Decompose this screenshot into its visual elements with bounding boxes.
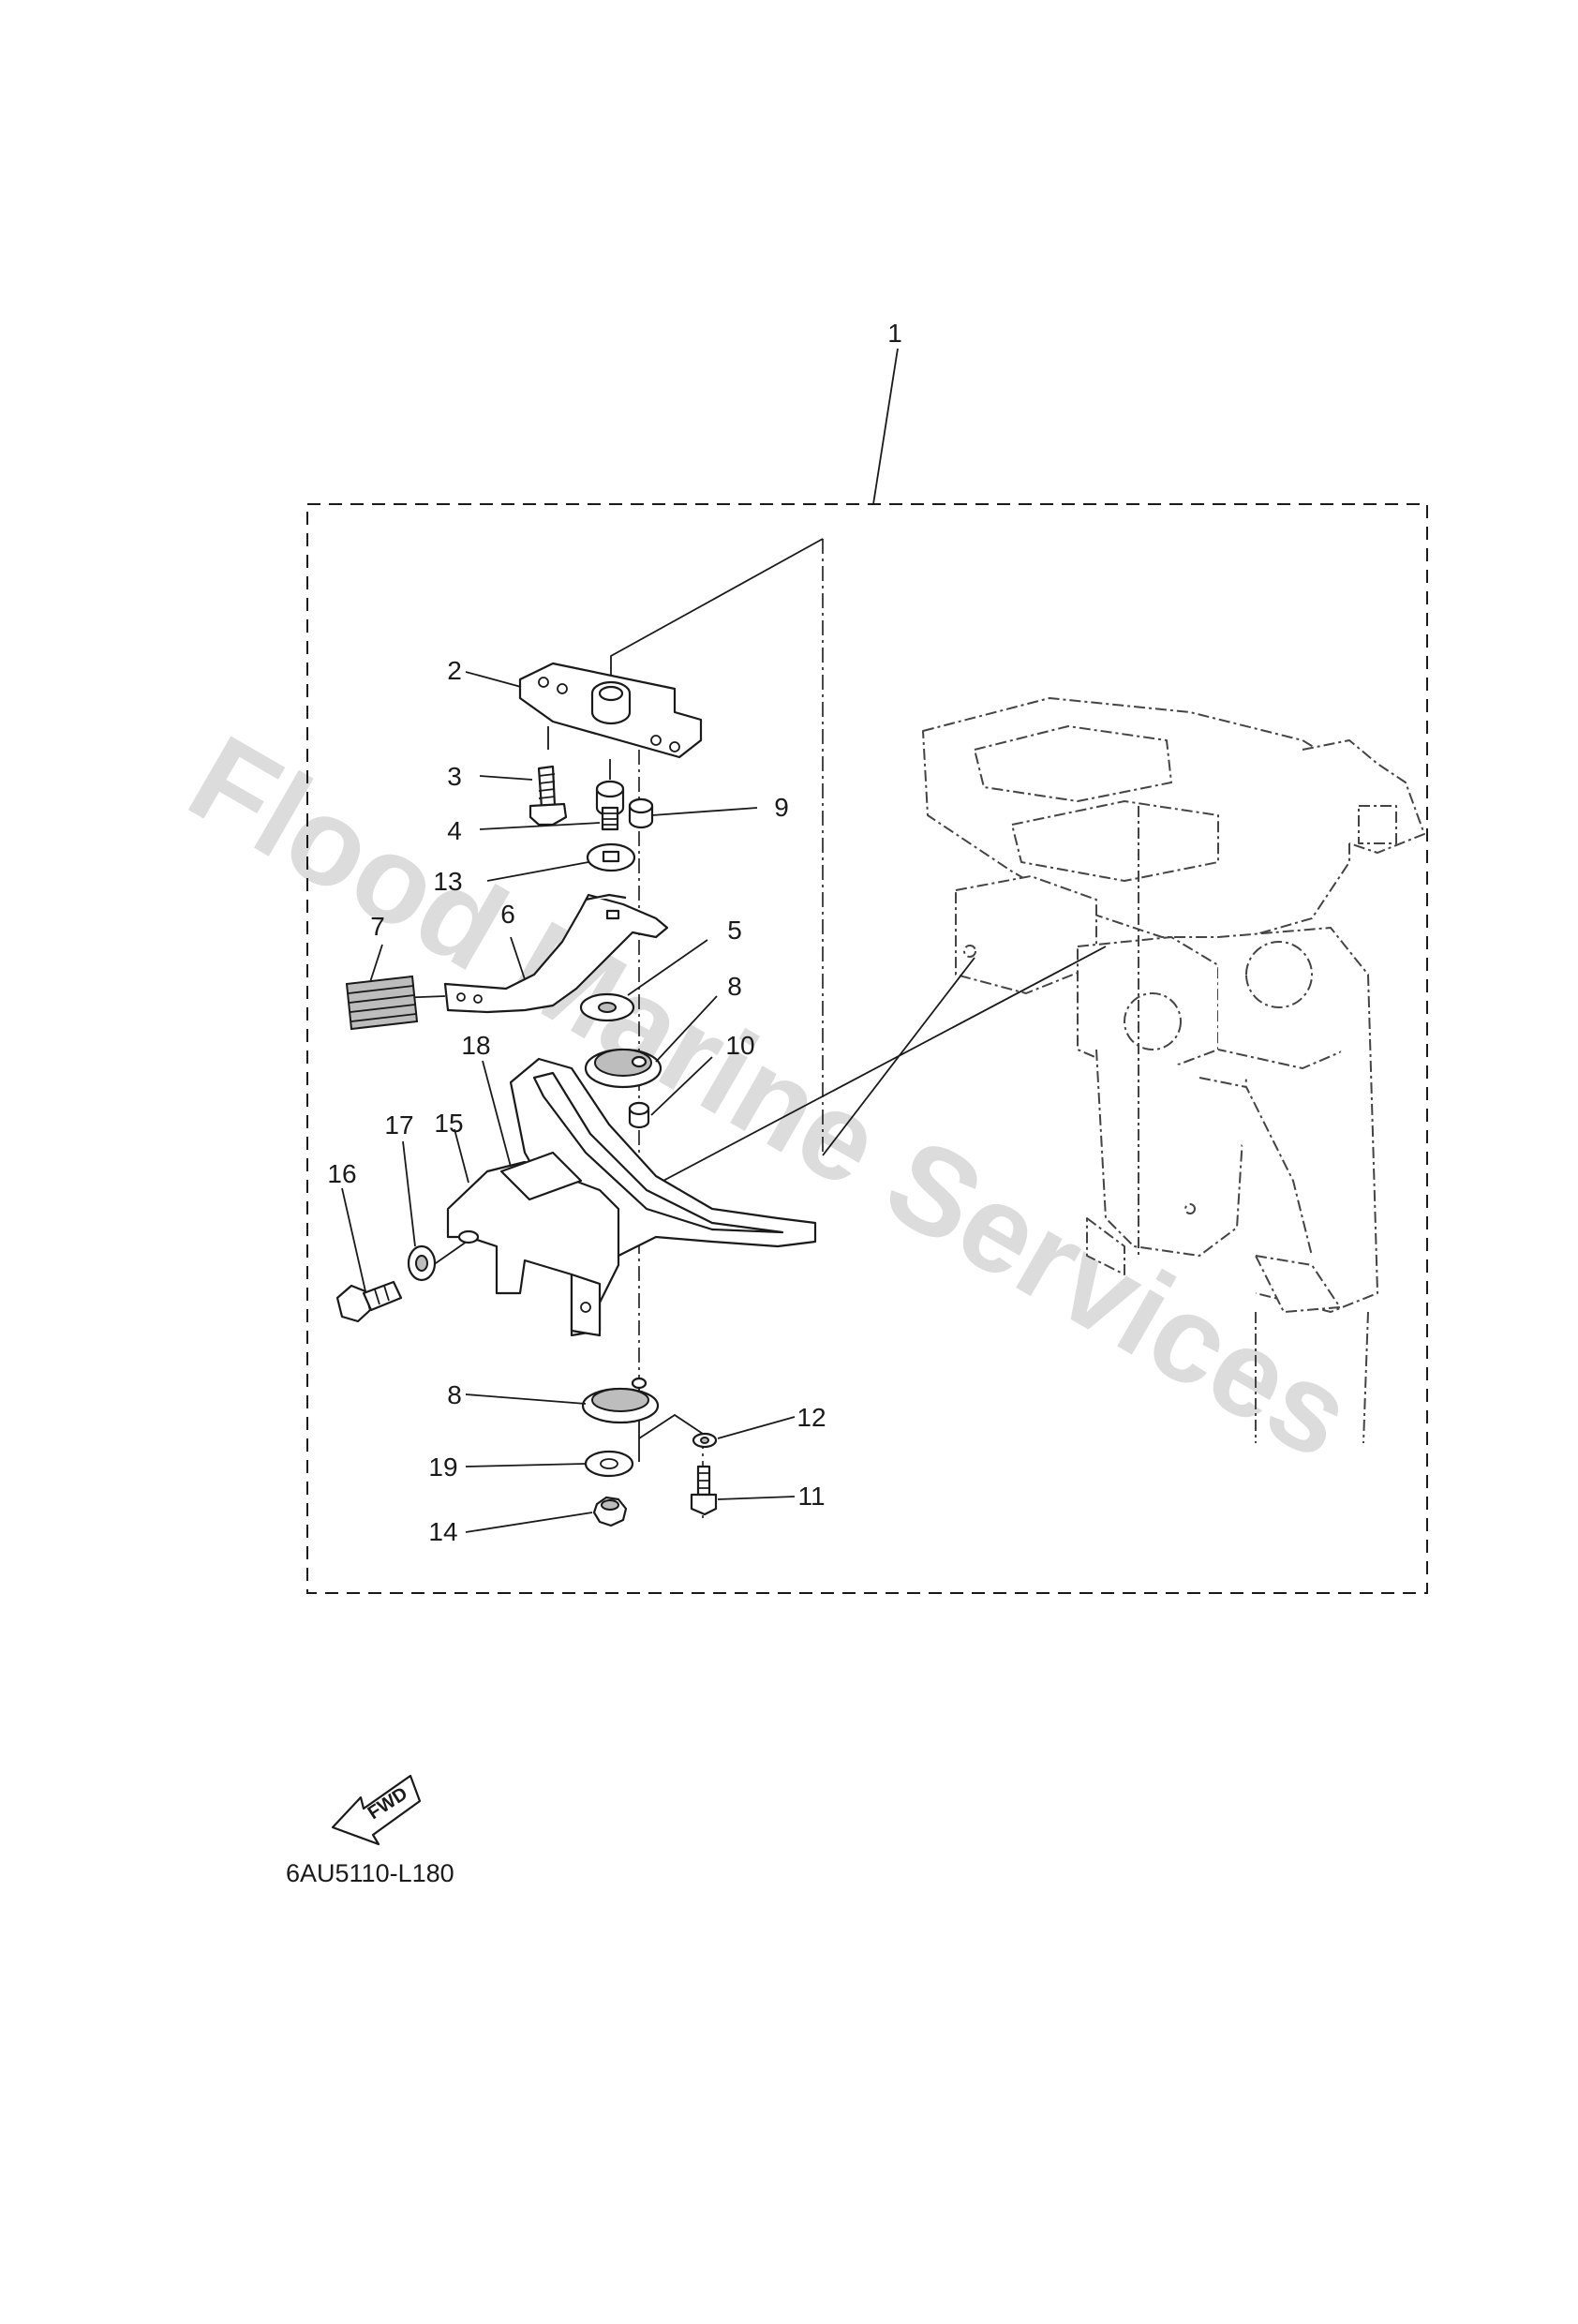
callout-4: 4: [447, 816, 462, 845]
callout-14: 14: [428, 1517, 457, 1546]
callout-1: 1: [887, 319, 902, 348]
part-17-washer: [407, 1244, 437, 1282]
callout-3: 3: [447, 762, 462, 791]
part-15-bracket: [446, 1151, 620, 1337]
callout-labels: 1 2 3 4 5 6 7 8 8 9 10 11 12 13 14 15 16…: [327, 319, 901, 1546]
part-4-collar: [595, 780, 625, 831]
diagram-code: 6AU5110-L180: [286, 1859, 454, 1887]
callout-8-lower: 8: [447, 1380, 462, 1409]
part-2-plate: [518, 662, 703, 759]
callout-18: 18: [461, 1031, 490, 1060]
part-11-screw: [690, 1465, 718, 1516]
callout-7: 7: [370, 912, 385, 941]
part-13-washer: [586, 842, 636, 872]
callout-15: 15: [434, 1109, 463, 1138]
callout-8-upper: 8: [727, 972, 742, 1001]
callout-17: 17: [384, 1110, 413, 1140]
callout-13: 13: [433, 867, 462, 896]
callout-6: 6: [500, 900, 515, 929]
part-7-grip: [345, 975, 419, 1031]
part-14-nut: [592, 1496, 628, 1527]
part-5-washer: [579, 992, 635, 1022]
callout-9: 9: [774, 793, 789, 822]
assembly-boundary: [306, 503, 1428, 1594]
callout-leaders: [341, 671, 796, 1533]
callout-19: 19: [428, 1452, 457, 1482]
part-10-sleeve: [628, 1101, 650, 1129]
part-8-grommet-upper: [584, 1048, 662, 1089]
callout-16: 16: [327, 1159, 356, 1188]
part-6-lever: [443, 893, 669, 1014]
callout-12: 12: [796, 1403, 826, 1432]
fwd-arrow-icon: FWD: [331, 1774, 422, 1846]
part-9-sleeve: [628, 797, 654, 829]
engine-mount-outline: [922, 697, 1425, 1444]
part-8-grommet-lower: [581, 1377, 660, 1424]
callout-11: 11: [797, 1482, 825, 1511]
part-19-washer: [584, 1450, 634, 1478]
part-12-washer: [692, 1432, 718, 1449]
part-16-bolt: [335, 1280, 403, 1323]
part-3-bolt: [528, 765, 568, 827]
callout-10: 10: [725, 1031, 754, 1060]
callout-2: 2: [447, 656, 462, 685]
callout-5: 5: [727, 916, 742, 945]
